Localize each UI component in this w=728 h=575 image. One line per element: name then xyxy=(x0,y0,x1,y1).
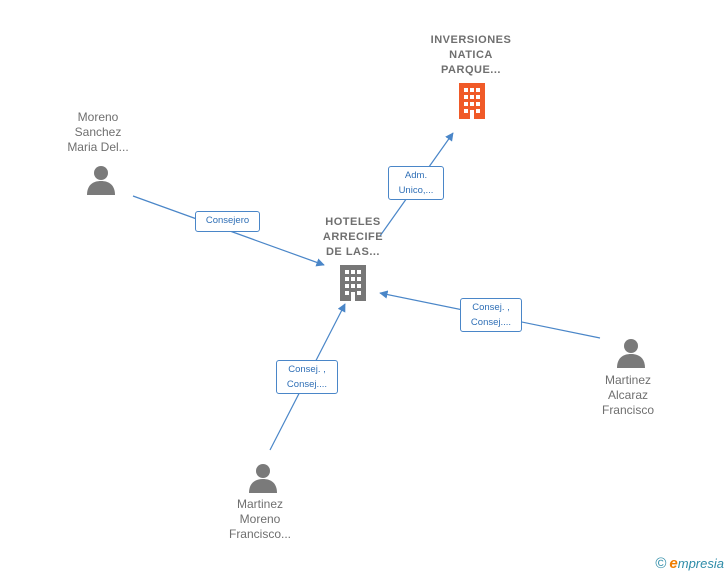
person-node-moreno-sanchez[interactable]: Moreno Sanchez Maria Del... xyxy=(48,110,148,200)
brand-name: mpresia xyxy=(677,556,724,571)
company-node-hoteles[interactable]: HOTELES ARRECIFE DE LAS... xyxy=(293,215,413,305)
person-name-left: Moreno Sanchez Maria Del... xyxy=(67,110,129,154)
person-name-right: Martinez Alcaraz Francisco xyxy=(601,373,654,417)
person-icon xyxy=(87,166,115,195)
building-icon xyxy=(459,83,485,119)
edge-label-consej-right[interactable]: Consej. , Consej.... xyxy=(460,298,522,332)
company-node-inversiones[interactable]: INVERSIONES NATICA PARQUE... xyxy=(411,33,531,123)
brand-initial: e xyxy=(669,555,678,572)
person-icon xyxy=(249,464,277,493)
edge-label-consej-bottom[interactable]: Consej. , Consej.... xyxy=(276,360,338,394)
company-name-top: INVERSIONES NATICA PARQUE... xyxy=(430,34,512,76)
edge-label-adm-unico[interactable]: Adm. Unico,... xyxy=(388,166,444,200)
empresia-logo: ©empresia xyxy=(655,555,724,572)
person-name-bottom: Martinez Moreno Francisco... xyxy=(228,497,291,541)
company-name-center: HOTELES ARRECIFE DE LAS... xyxy=(322,216,384,258)
person-icon xyxy=(617,339,645,368)
copyright-symbol: © xyxy=(655,555,667,572)
person-node-martinez-alcaraz[interactable]: Martinez Alcaraz Francisco xyxy=(578,336,678,426)
person-node-martinez-moreno[interactable]: Martinez Moreno Francisco... xyxy=(210,461,310,551)
building-icon xyxy=(340,265,366,301)
edge-label-consejero[interactable]: Consejero xyxy=(195,211,260,232)
